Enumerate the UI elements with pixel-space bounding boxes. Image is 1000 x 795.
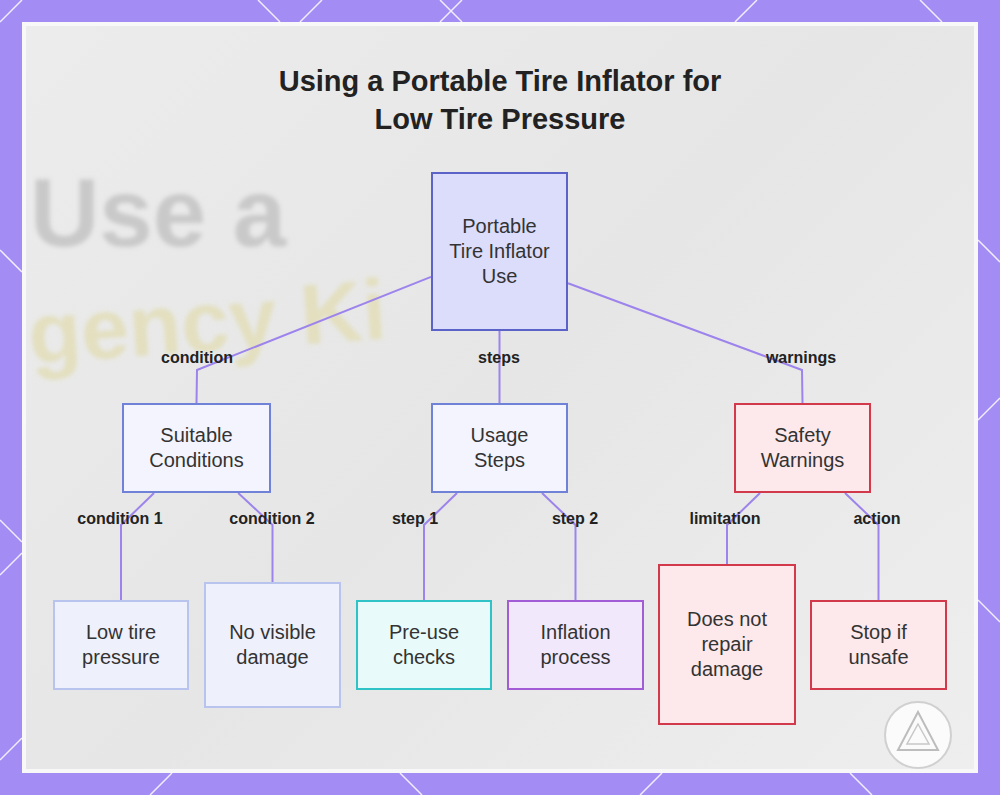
node-text: No visible damage [220, 620, 325, 670]
root-box: Portable Tire Inflator Use [431, 172, 568, 331]
node-text: Safety Warnings [750, 423, 855, 473]
node-text: Portable Tire Inflator Use [447, 214, 552, 289]
edge-label: action [850, 510, 903, 528]
edge-label: step 1 [389, 510, 441, 528]
category-box: Usage Steps [431, 403, 568, 493]
node-text: Inflation process [523, 620, 628, 670]
warning-leaf-box: Stop if unsafe [810, 600, 947, 690]
watermark-text: Use a [30, 158, 286, 268]
connector-line [238, 493, 272, 582]
connector-line [197, 277, 432, 403]
connector-line [499, 331, 501, 403]
connector-line [568, 283, 803, 403]
node-text: Stop if unsafe [826, 620, 931, 670]
connector-line [121, 493, 154, 600]
logo-badge [885, 702, 951, 768]
category-box: Suitable Conditions [122, 403, 271, 493]
node-text: Usage Steps [447, 423, 552, 473]
connector-line [542, 493, 576, 600]
connector-line [845, 493, 879, 600]
step-box: Inflation process [507, 600, 644, 690]
leaf-box: Low tire pressure [53, 600, 189, 690]
edge-label: condition [158, 349, 236, 367]
diagram-title: Using a Portable Tire Inflator for Low T… [250, 62, 750, 138]
edge-label: condition 1 [74, 510, 165, 528]
edge-label: limitation [686, 510, 763, 528]
edge-label: steps [475, 349, 523, 367]
step-box: Pre-use checks [356, 600, 492, 690]
warning-box: Safety Warnings [734, 403, 871, 493]
node-text: Suitable Conditions [138, 423, 255, 473]
node-text: Low tire pressure [69, 620, 173, 670]
edge-label: warnings [763, 349, 839, 367]
connector-line [727, 493, 760, 564]
edge-label: condition 2 [226, 510, 317, 528]
leaf-box: No visible damage [204, 582, 341, 708]
edge-label: step 2 [549, 510, 601, 528]
node-text: Pre-use checks [372, 620, 476, 670]
warning-leaf-box: Does not repair damage [658, 564, 796, 725]
node-text: Does not repair damage [674, 607, 780, 682]
connector-line [424, 493, 457, 600]
